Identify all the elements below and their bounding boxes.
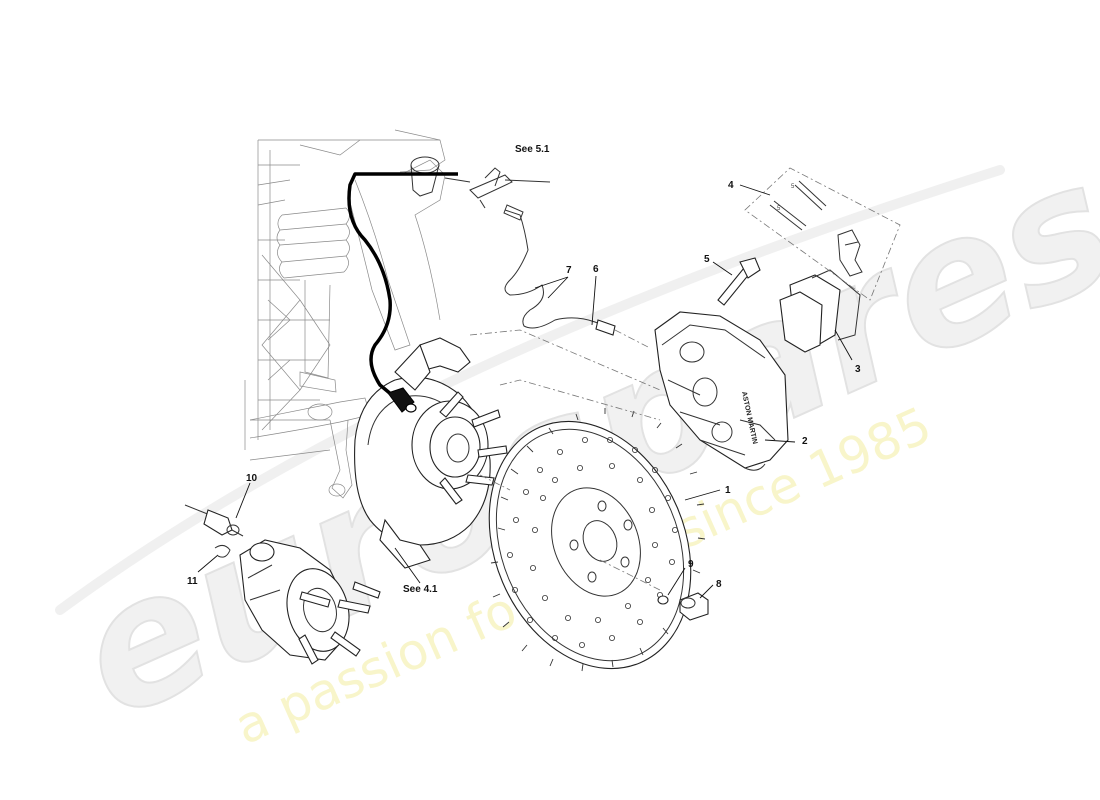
callout-7: 7 — [566, 265, 572, 276]
svg-text:5: 5 — [777, 206, 781, 212]
pad-fitting-kit: 5 5 — [744, 167, 901, 301]
abs-sensor — [184, 504, 244, 537]
callout-5: 5 — [704, 254, 710, 265]
steering-knuckle — [354, 337, 508, 569]
callout-9: 9 — [688, 559, 694, 570]
callout-2: 2 — [802, 436, 808, 447]
brake-disc — [469, 329, 706, 672]
callout-6: 6 — [593, 264, 599, 275]
callout-8: 8 — [716, 579, 722, 590]
reference-see-5-1: See 5.1 — [515, 144, 550, 155]
sensor-clip — [214, 544, 231, 558]
brake-caliper: ASTON MARTIN — [654, 311, 789, 471]
bolt-and-washer — [657, 592, 709, 621]
callout-labels: 1 2 3 4 5 6 7 8 9 10 11 See 5.1 See 4.1 — [187, 144, 861, 595]
callout-10: 10 — [246, 473, 258, 484]
abs-sensor-harness — [347, 172, 458, 413]
brake-pads — [779, 269, 861, 353]
reference-see-4-1: See 4.1 — [403, 584, 438, 595]
callout-11: 11 — [187, 576, 198, 587]
suspension-background — [244, 129, 446, 499]
callout-1: 1 — [725, 485, 731, 496]
leader-lines — [197, 184, 853, 599]
callout-3: 3 — [855, 364, 861, 375]
wheel-hub — [239, 539, 381, 665]
guide-pin — [717, 257, 761, 306]
svg-text:5: 5 — [791, 184, 795, 190]
callout-4: 4 — [728, 180, 734, 191]
brake-hose-assembly — [444, 167, 651, 349]
